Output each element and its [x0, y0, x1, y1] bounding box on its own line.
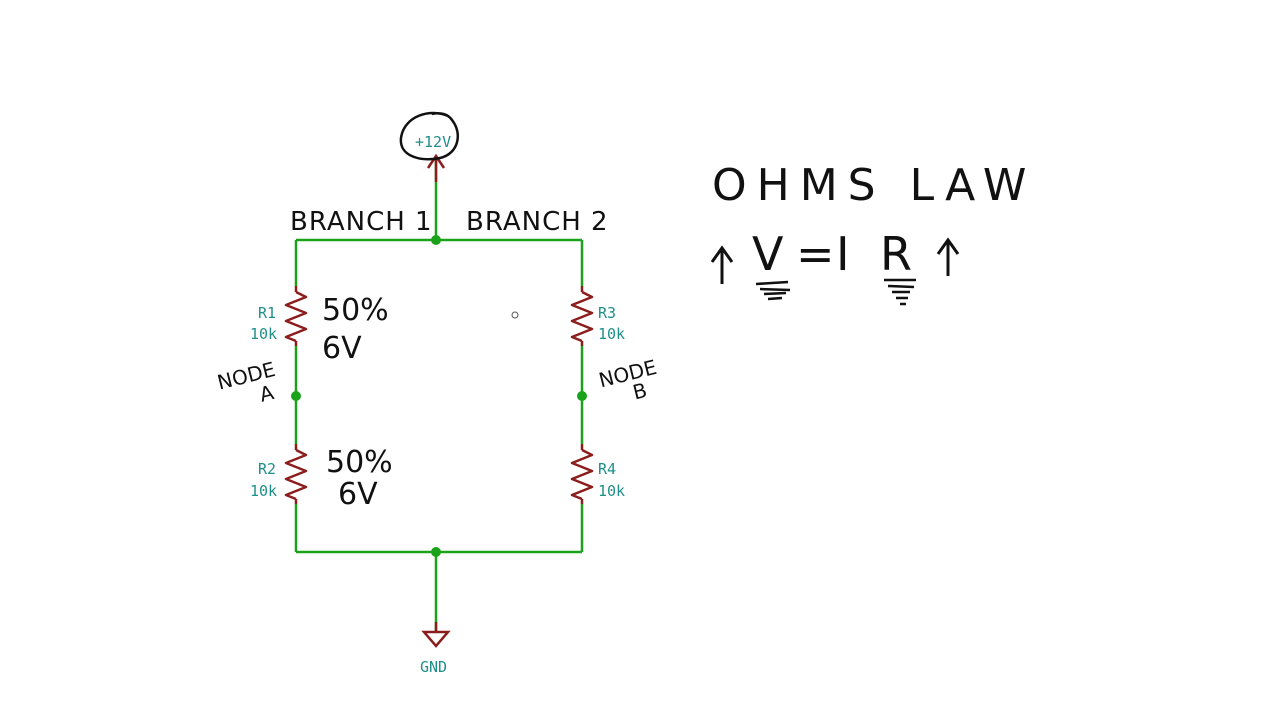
r3-ref-label: R3	[598, 304, 616, 322]
r3-value-label: 10k	[598, 325, 625, 343]
r1-value-label: 10k	[250, 325, 277, 343]
junction-node-a	[291, 391, 301, 401]
resistor-r1-symbol	[284, 286, 308, 346]
node-b-line2: B	[630, 378, 649, 405]
resistor-r3-symbol	[570, 286, 594, 346]
supply-label: +12V	[415, 133, 451, 151]
junctions	[291, 235, 587, 557]
formula-equals: =	[796, 227, 835, 281]
r2-ref-label: R2	[258, 460, 276, 478]
branch-1-label: BRANCH 1	[290, 207, 433, 237]
supply-arrow-icon	[426, 153, 446, 182]
junction-top	[431, 235, 441, 245]
junction-node-b	[577, 391, 587, 401]
arrow-up-left-icon	[710, 245, 734, 284]
r1-percent-note: 50%	[322, 293, 389, 328]
formula-r: R	[880, 227, 912, 281]
formula-i: I	[836, 227, 850, 281]
resistor-r2-symbol	[284, 444, 308, 504]
branch-2-label: BRANCH 2	[466, 207, 609, 237]
node-b-note: NODE B	[596, 355, 659, 405]
ohms-law-title: OHMS LAW	[712, 160, 1036, 211]
v-scribble-mark	[755, 280, 791, 301]
r-scribble-mark	[884, 278, 916, 306]
ground-symbol-icon	[421, 622, 451, 648]
r4-value-label: 10k	[598, 482, 625, 500]
r4-ref-label: R4	[598, 460, 616, 478]
supply-circle-mark	[399, 111, 460, 161]
ground-label: GND	[420, 658, 447, 676]
r2-voltage-note: 6V	[338, 477, 378, 512]
resistor-r4-symbol	[570, 444, 594, 504]
arrow-up-right-icon	[936, 237, 960, 276]
ohms-law-formula: V = I R	[710, 227, 960, 306]
node-a-note: NODE A	[215, 357, 278, 407]
junction-bottom	[431, 547, 441, 557]
formula-v: V	[752, 227, 784, 281]
node-b-line1: NODE	[596, 355, 659, 393]
r2-value-label: 10k	[250, 482, 277, 500]
r1-voltage-note: 6V	[322, 331, 362, 366]
node-a-line2: A	[257, 380, 276, 407]
pen-cursor-icon	[511, 311, 519, 319]
r1-ref-label: R1	[258, 304, 276, 322]
r2-percent-note: 50%	[326, 445, 393, 480]
resistors	[284, 286, 594, 504]
